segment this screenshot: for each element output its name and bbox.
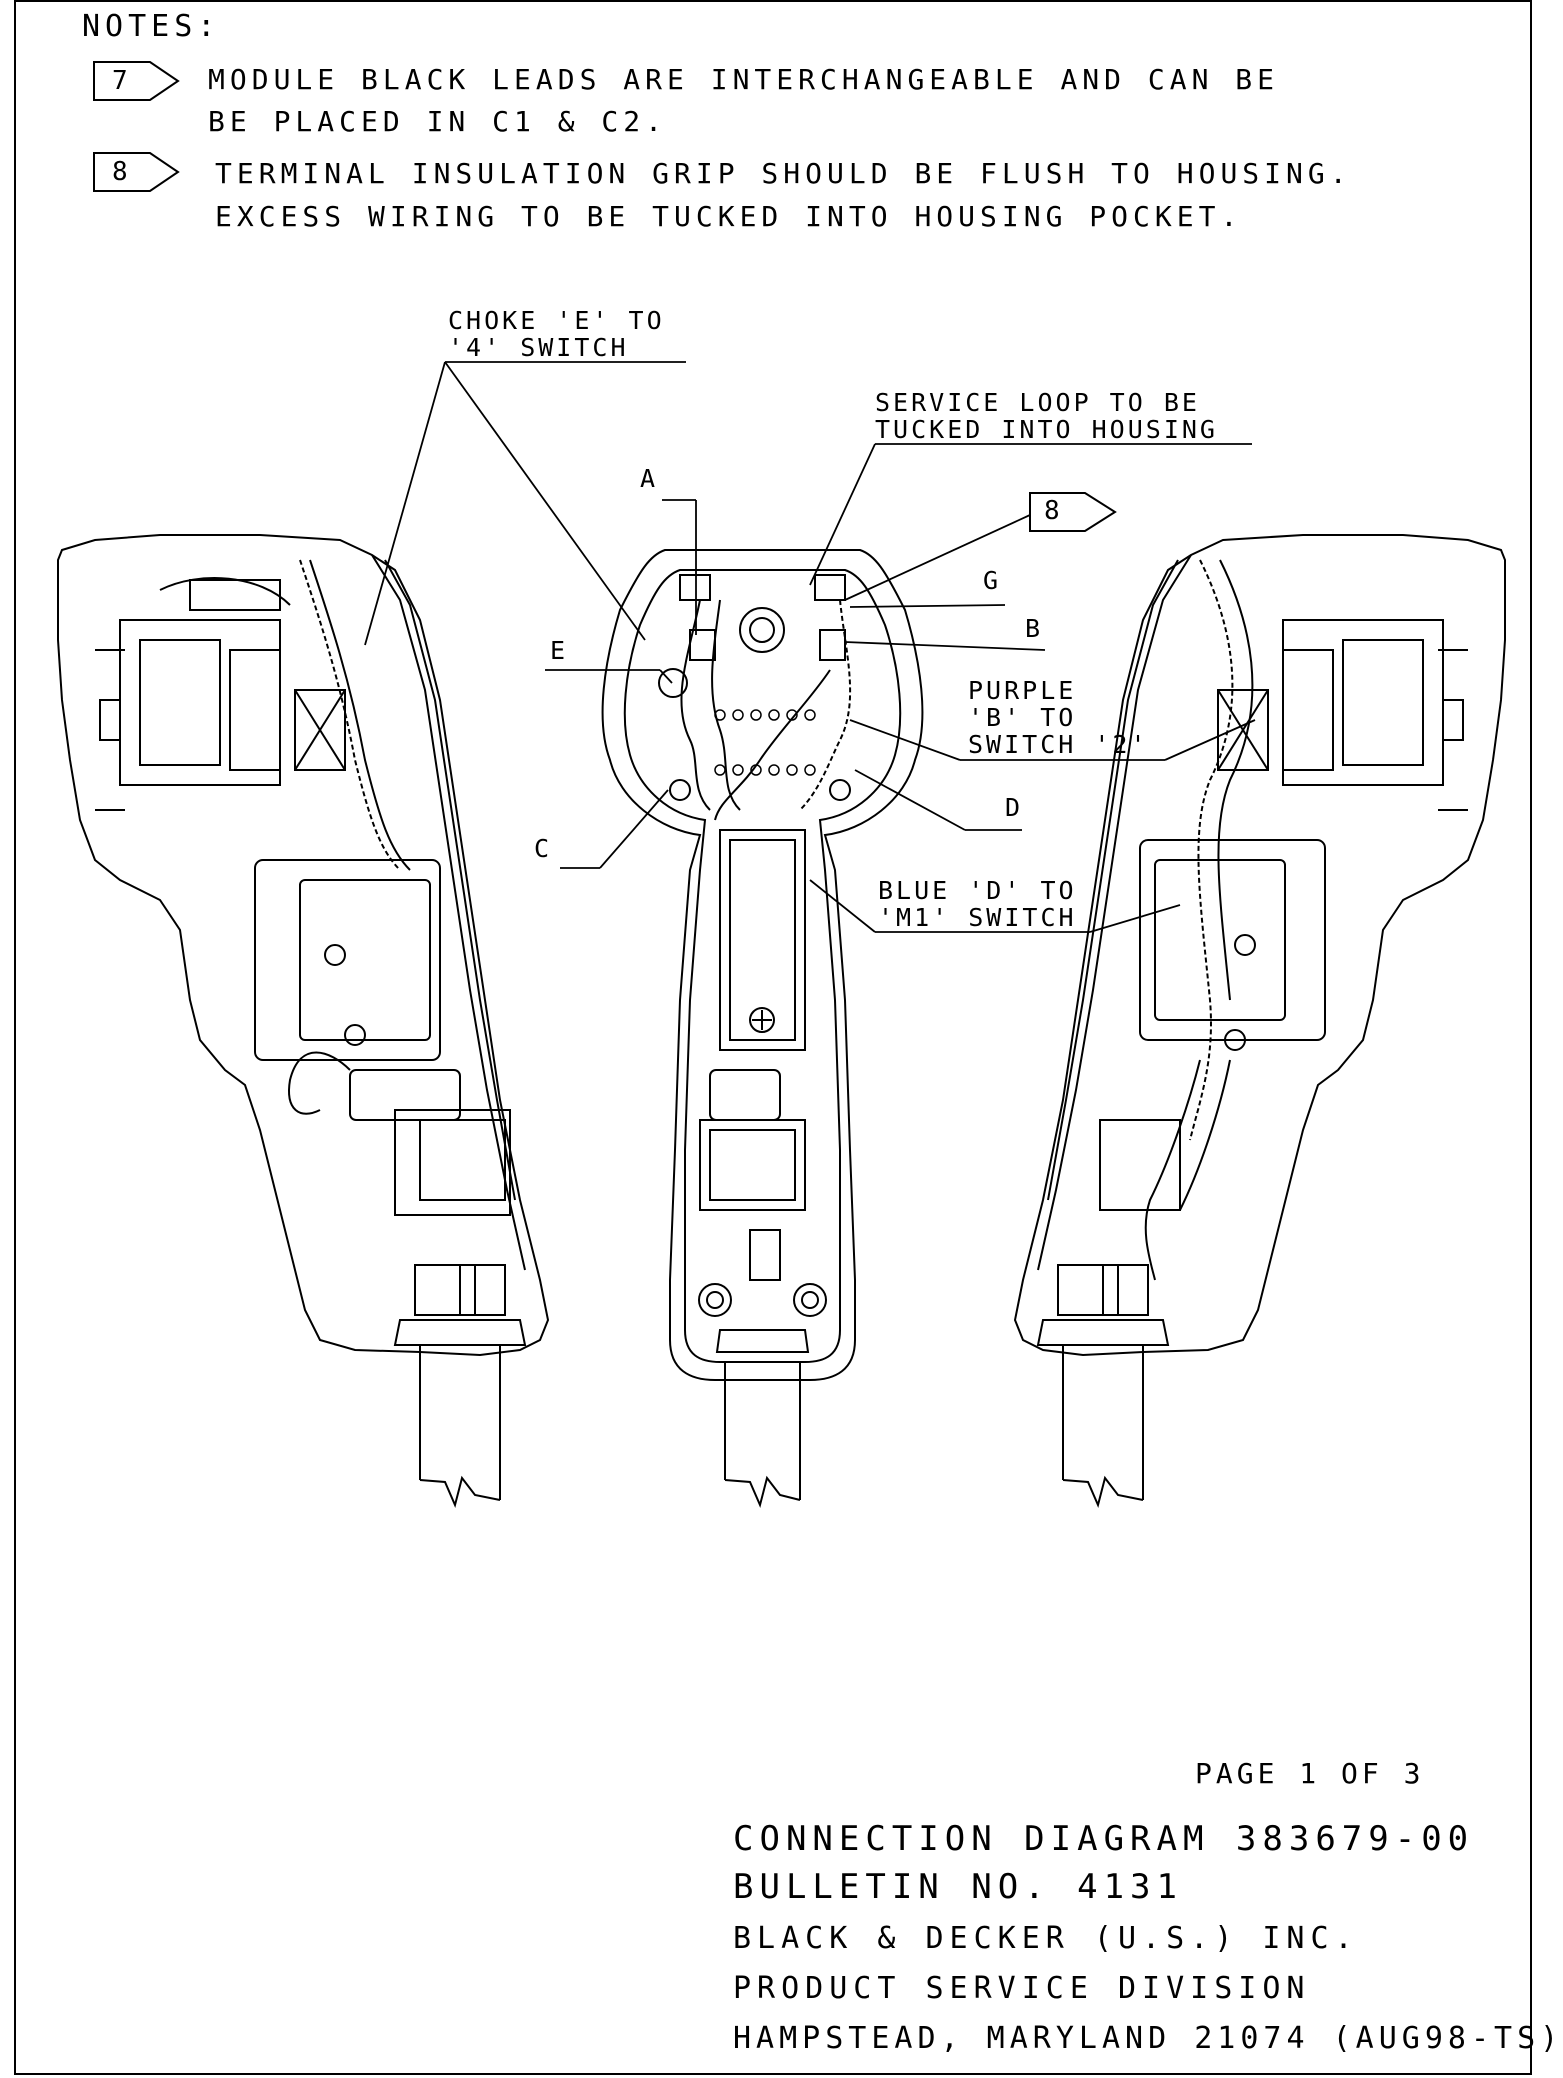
- purple-label-line2: 'B' TO: [968, 703, 1077, 732]
- note-7-flag: [93, 61, 180, 101]
- blue-label-line1: BLUE 'D' TO: [878, 876, 1077, 905]
- center-housing-view: [601, 549, 924, 1509]
- notes-header: NOTES:: [82, 9, 221, 44]
- note-7-line2: BE PLACED IN C1 & C2.: [208, 105, 668, 138]
- label-e: E: [550, 636, 569, 665]
- bulletin-number: BULLETIN NO. 4131: [733, 1867, 1183, 1907]
- diagram-title: CONNECTION DIAGRAM 383679-00: [733, 1819, 1475, 1859]
- note-7-number: 7: [112, 66, 128, 96]
- division-name: PRODUCT SERVICE DIVISION: [733, 1971, 1311, 2006]
- purple-label-line3: SWITCH '2': [968, 730, 1149, 759]
- label-g: G: [983, 566, 1002, 595]
- location: HAMPSTEAD, MARYLAND 21074 (AUG98-TS): [733, 2021, 1563, 2056]
- service-loop-label-line2: TUCKED INTO HOUSING: [875, 415, 1218, 444]
- callout-8-flag: [1029, 492, 1117, 532]
- note-8-flag: [93, 152, 180, 192]
- purple-label-line1: PURPLE: [968, 676, 1077, 705]
- label-d: D: [1005, 793, 1024, 822]
- service-loop-label-line1: SERVICE LOOP TO BE: [875, 388, 1200, 417]
- note-8-line1: TERMINAL INSULATION GRIP SHOULD BE FLUSH…: [215, 157, 1352, 190]
- blue-label-line2: 'M1' SWITCH: [878, 903, 1077, 932]
- label-a: A: [640, 464, 659, 493]
- note-8-number: 8: [112, 157, 128, 187]
- label-c: C: [534, 834, 553, 863]
- note-7-line1: MODULE BLACK LEADS ARE INTERCHANGEABLE A…: [208, 63, 1280, 96]
- choke-label-line1: CHOKE 'E' TO: [448, 306, 665, 335]
- left-housing-view: [57, 534, 550, 1509]
- callout-8-number: 8: [1044, 496, 1060, 526]
- leader-lines: [364, 361, 1256, 933]
- right-housing-view: [1013, 534, 1506, 1509]
- note-8-line2: EXCESS WIRING TO BE TUCKED INTO HOUSING …: [215, 200, 1243, 233]
- drawing-frame: [14, 0, 1532, 2075]
- label-b: B: [1025, 614, 1044, 643]
- company-name: BLACK & DECKER (U.S.) INC.: [733, 1921, 1359, 1956]
- page-number: PAGE 1 OF 3: [1195, 1757, 1425, 1790]
- choke-label-line2: '4' SWITCH: [448, 333, 629, 362]
